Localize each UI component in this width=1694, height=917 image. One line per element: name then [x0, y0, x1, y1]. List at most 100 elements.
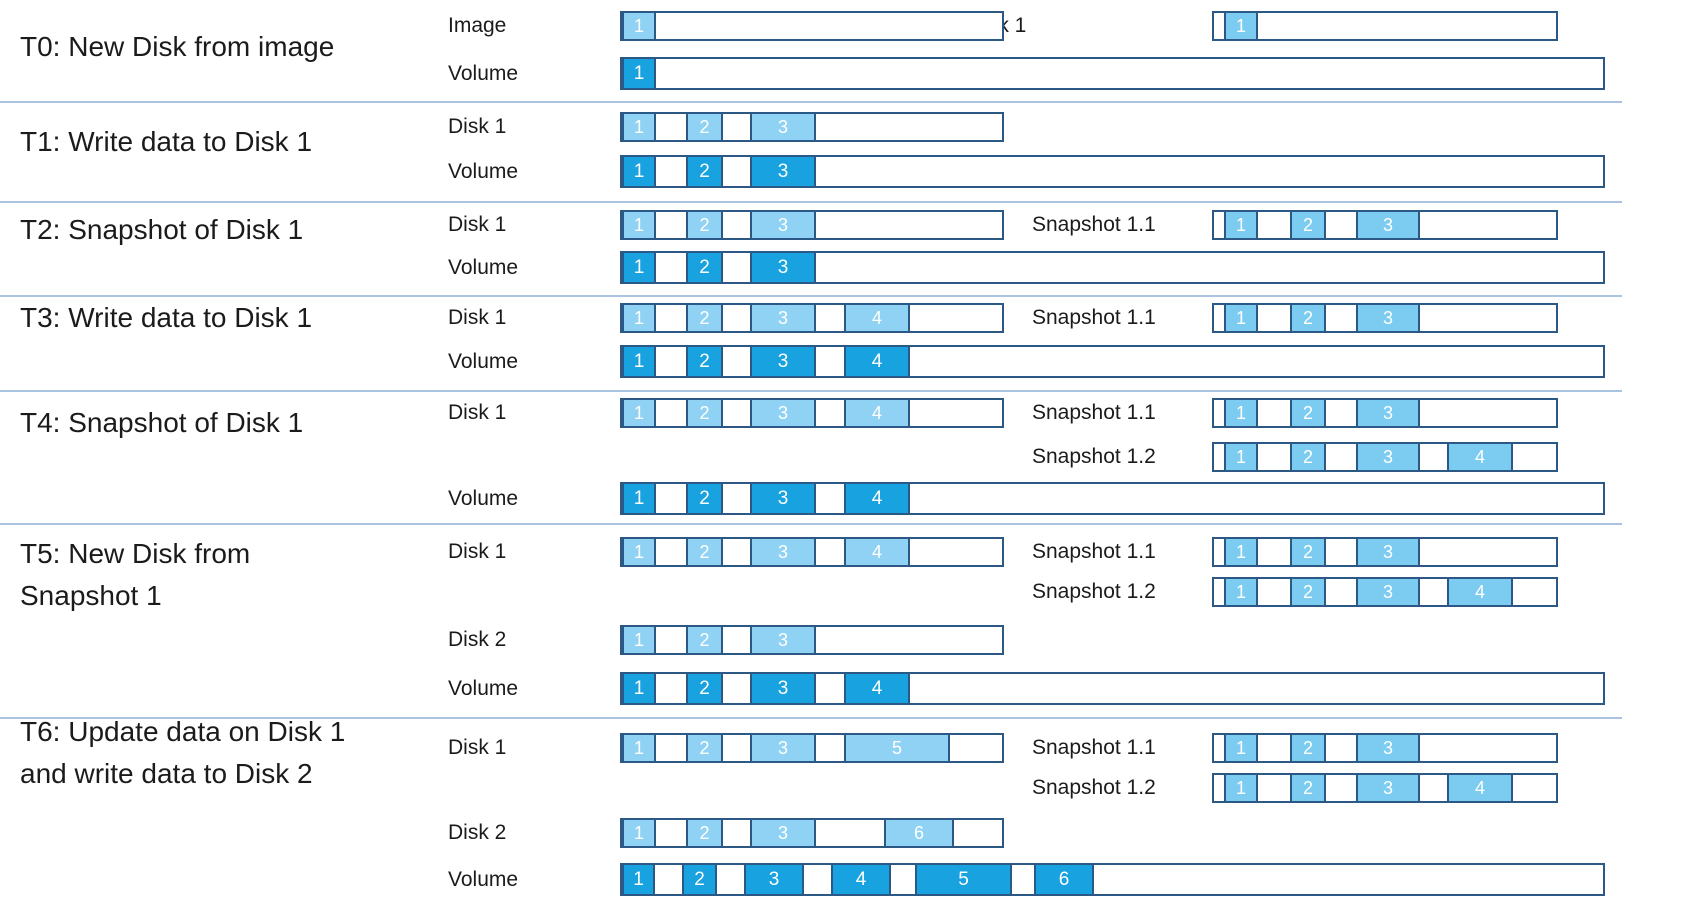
- block-4-of-snapshot-bar-t6-1: 4: [1447, 773, 1513, 803]
- block-4-of-snapshot-bar-t4-1: 4: [1447, 442, 1513, 472]
- block-6-of-disk-bar-t6-2: 6: [884, 818, 954, 848]
- block-4-of-disk-bar-t3-0: 4: [844, 303, 910, 333]
- block-1-of-volume-bar-t2: 1: [622, 251, 656, 284]
- block-2-of-snapshot-bar-t5-0: 2: [1290, 537, 1326, 567]
- row-label-snapshot-1-1: Snapshot 1.1: [1032, 401, 1156, 424]
- row-label-disk-1: Disk 1: [448, 736, 507, 759]
- block-3-of-volume-bar-t4: 3: [750, 482, 816, 515]
- volume-bar-t0-frame: [620, 57, 1605, 90]
- block-2-of-disk-bar-t2-0: 2: [686, 210, 723, 240]
- block-1-of-disk-bar-t6-0: 1: [622, 733, 656, 763]
- block-1-of-volume-bar-t0: 1: [622, 57, 656, 90]
- block-1-of-snapshot-bar-t5-0: 1: [1224, 537, 1258, 567]
- block-3-of-volume-bar-t6: 3: [744, 863, 804, 896]
- block-1-of-snapshot-bar-t5-1: 1: [1224, 577, 1258, 607]
- row-label-volume: Volume: [448, 255, 519, 279]
- block-1-of-volume-bar-t4: 1: [622, 482, 656, 515]
- block-1-of-disk-bar-t6-2: 1: [622, 818, 656, 848]
- block-2-of-disk-bar-t6-0: 2: [686, 733, 723, 763]
- block-2-of-volume-bar-t5: 2: [686, 672, 723, 705]
- block-3-of-volume-bar-t2: 3: [750, 251, 816, 284]
- block-1-of-disk-bar-t1-0: 1: [622, 112, 656, 142]
- block-1-of-snapshot-bar-t0-0: 1: [1224, 11, 1258, 41]
- block-2-of-disk-bar-t5-2: 2: [686, 625, 723, 655]
- row-label-volume: Volume: [448, 61, 519, 85]
- block-1-of-volume-bar-t6: 1: [622, 863, 655, 896]
- group-title-line: T5: New Disk from: [20, 538, 251, 569]
- block-1-of-disk-bar-t2-0: 1: [622, 210, 656, 240]
- row-label-snapshot-1-1: Snapshot 1.1: [1032, 736, 1156, 759]
- group-title-line: T6: Update data on Disk 1: [20, 716, 346, 747]
- row-label-snapshot-1-2: Snapshot 1.2: [1032, 580, 1156, 603]
- block-3-of-disk-bar-t4-0: 3: [750, 398, 816, 428]
- block-3-of-disk-bar-t6-2: 3: [750, 818, 816, 848]
- block-1-of-snapshot-bar-t6-1: 1: [1224, 773, 1258, 803]
- row-label-disk-1: Disk 1: [448, 540, 507, 563]
- row-label-snapshot-1-1: Snapshot 1.1: [1032, 213, 1156, 236]
- group-title-t3: T3: Write data to Disk 1: [20, 297, 312, 339]
- snapshot-bar-t0-0-frame: [1212, 11, 1558, 41]
- block-3-of-disk-bar-t2-0: 3: [750, 210, 816, 240]
- block-2-of-snapshot-bar-t4-0: 2: [1290, 398, 1326, 428]
- row-label-snapshot-1-1: Snapshot 1.1: [1032, 540, 1156, 563]
- block-3-of-volume-bar-t1: 3: [750, 155, 816, 188]
- group-title-t4: T4: Snapshot of Disk 1: [20, 402, 303, 444]
- block-3-of-snapshot-bar-t2-0: 3: [1356, 210, 1420, 240]
- block-6-of-volume-bar-t6: 6: [1034, 863, 1094, 896]
- group-title-line: T4: Snapshot of Disk 1: [20, 407, 304, 438]
- group-title-t6: T6: Update data on Disk 1 and write data …: [20, 711, 345, 795]
- block-3-of-volume-bar-t5: 3: [750, 672, 816, 705]
- block-5-of-disk-bar-t6-0: 5: [844, 733, 950, 763]
- block-1-of-snapshot-bar-t4-0: 1: [1224, 398, 1258, 428]
- disk-bar-t0-0: 1: [620, 11, 1004, 41]
- block-2-of-snapshot-bar-t6-1: 2: [1290, 773, 1326, 803]
- block-1-of-volume-bar-t5: 1: [622, 672, 656, 705]
- snapshot-bar-t0-0: 1: [1212, 11, 1558, 41]
- group-title-line: and write data to Disk 2: [20, 758, 313, 789]
- block-1-of-snapshot-bar-t2-0: 1: [1224, 210, 1258, 240]
- row-label-snapshot-1-1: Snapshot 1.1: [1032, 306, 1156, 329]
- block-2-of-volume-bar-t1: 2: [686, 155, 723, 188]
- group-title-line: T3: Write data to Disk 1: [20, 302, 313, 333]
- block-4-of-volume-bar-t5: 4: [844, 672, 910, 705]
- row-label-disk-1: Disk 1: [448, 115, 507, 138]
- block-1-of-snapshot-bar-t4-1: 1: [1224, 442, 1258, 472]
- block-1-of-disk-bar-t4-0: 1: [622, 398, 656, 428]
- row-label-volume: Volume: [448, 676, 519, 700]
- block-3-of-snapshot-bar-t3-0: 3: [1356, 303, 1420, 333]
- block-3-of-snapshot-bar-t6-0: 3: [1356, 733, 1420, 763]
- block-3-of-disk-bar-t5-0: 3: [750, 537, 816, 567]
- block-2-of-volume-bar-t3: 2: [686, 345, 723, 378]
- block-3-of-disk-bar-t6-0: 3: [750, 733, 816, 763]
- group-title-line: T0: New Disk from image: [20, 31, 335, 62]
- block-2-of-disk-bar-t4-0: 2: [686, 398, 723, 428]
- disk-bar-t0-0-frame: [620, 11, 1004, 41]
- block-1-of-disk-bar-t0-0: 1: [622, 11, 656, 41]
- row-separator-after-t3: [0, 390, 1622, 392]
- group-title-t1: T1: Write data to Disk 1: [20, 121, 312, 163]
- block-2-of-volume-bar-t2: 2: [686, 251, 723, 284]
- block-3-of-disk-bar-t3-0: 3: [750, 303, 816, 333]
- block-5-of-volume-bar-t6: 5: [915, 863, 1012, 896]
- block-3-of-disk-bar-t5-2: 3: [750, 625, 816, 655]
- block-1-of-disk-bar-t5-2: 1: [622, 625, 656, 655]
- block-1-of-volume-bar-t1: 1: [622, 155, 656, 188]
- row-separator-after-t4: [0, 523, 1622, 525]
